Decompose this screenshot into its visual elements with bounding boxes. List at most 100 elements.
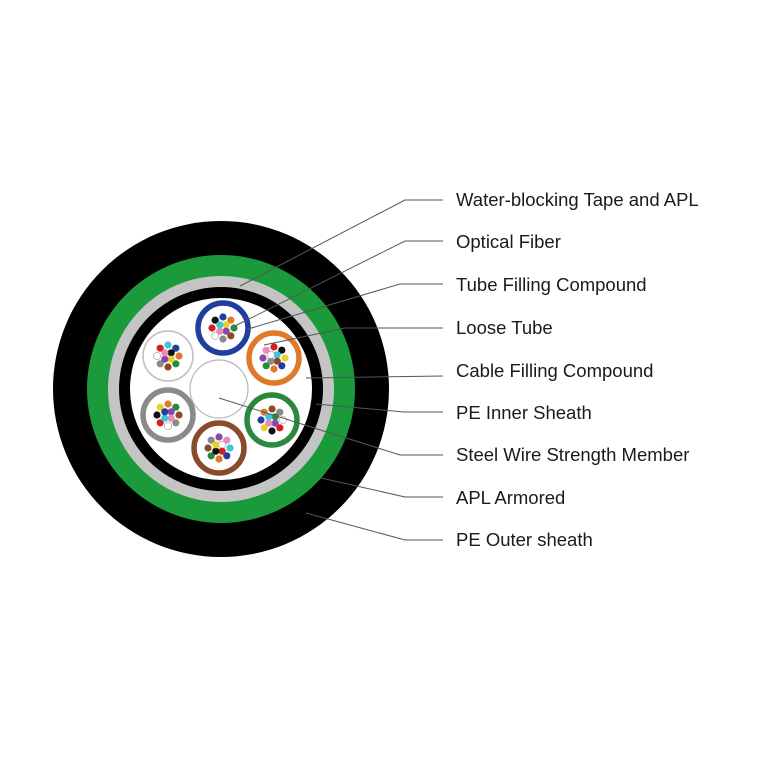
loose-tube-wall bbox=[191, 420, 247, 476]
optical-fiber bbox=[207, 436, 215, 444]
optical-fiber bbox=[276, 408, 284, 416]
optical-fiber bbox=[167, 414, 175, 422]
optical-fiber bbox=[167, 355, 175, 363]
optical-fiber bbox=[222, 321, 230, 329]
label-steel-wire-strength-member: Steel Wire Strength Member bbox=[456, 444, 689, 465]
optical-fiber bbox=[273, 357, 281, 365]
optical-fiber bbox=[167, 349, 175, 357]
label-tube-filling-compound: Tube Filling Compound bbox=[456, 274, 647, 295]
optical-fiber bbox=[218, 440, 227, 449]
leader-line-pe-outer-sheath bbox=[305, 512, 443, 541]
label-optical-fiber: Optical Fiber bbox=[456, 231, 561, 252]
loose-tube bbox=[140, 387, 196, 443]
optical-fiber bbox=[175, 352, 183, 360]
loose-tube bbox=[195, 300, 251, 356]
loose-tube bbox=[244, 392, 300, 448]
optical-fiber bbox=[172, 403, 180, 411]
optical-fiber bbox=[281, 354, 289, 362]
optical-fiber bbox=[227, 316, 235, 324]
cable-cross-section bbox=[53, 221, 389, 557]
leader-lines bbox=[218, 199, 444, 541]
optical-fiber bbox=[260, 424, 268, 432]
optical-fiber bbox=[223, 452, 231, 460]
optical-fiber bbox=[204, 444, 212, 452]
optical-fiber bbox=[211, 331, 220, 340]
optical-fiber bbox=[218, 447, 226, 455]
optical-fiber bbox=[230, 324, 238, 332]
optical-fiber bbox=[211, 316, 219, 324]
label-apl-armored: APL Armored bbox=[456, 487, 565, 508]
optical-fiber bbox=[271, 419, 279, 427]
optical-fiber bbox=[156, 360, 164, 368]
loose-tube-wall bbox=[140, 387, 196, 443]
optical-fiber bbox=[172, 419, 180, 427]
optical-fiber bbox=[268, 427, 276, 435]
optical-fiber bbox=[167, 408, 175, 416]
optical-fiber bbox=[164, 341, 172, 349]
labels: Water-blocking Tape and APL Optical Fibe… bbox=[456, 189, 699, 550]
label-pe-outer-sheath: PE Outer sheath bbox=[456, 529, 593, 550]
optical-fiber bbox=[161, 349, 169, 357]
optical-fiber bbox=[172, 344, 180, 352]
loose-tubes bbox=[140, 300, 302, 476]
optical-fiber bbox=[153, 352, 161, 360]
optical-fiber bbox=[266, 350, 275, 359]
optical-fiber bbox=[219, 313, 227, 321]
label-pe-inner-sheath: PE Inner Sheath bbox=[456, 402, 592, 423]
label-cable-filling-compound: Cable Filling Compound bbox=[456, 360, 653, 381]
optical-fiber bbox=[226, 444, 234, 452]
optical-fiber bbox=[267, 357, 275, 365]
optical-fiber bbox=[262, 346, 270, 354]
steel-wire-strength-member bbox=[189, 359, 249, 419]
optical-fiber bbox=[227, 332, 235, 340]
leader-line-pe-inner-sheath bbox=[315, 403, 443, 413]
leader-line-loose-tube bbox=[263, 327, 443, 346]
optical-fiber bbox=[156, 403, 164, 411]
loose-tube bbox=[142, 330, 194, 382]
optical-fiber bbox=[161, 408, 169, 416]
optical-fiber bbox=[212, 441, 220, 449]
leader-line-cable-filling-compound bbox=[305, 375, 444, 379]
optical-fiber bbox=[259, 354, 267, 362]
optical-fiber bbox=[278, 346, 286, 354]
loose-tube bbox=[191, 420, 247, 476]
optical-fiber bbox=[278, 362, 286, 370]
loose-tube-wall bbox=[142, 330, 194, 382]
optical-fiber bbox=[265, 413, 273, 421]
loose-tube bbox=[246, 330, 302, 386]
optical-fiber bbox=[175, 411, 183, 419]
optical-fiber bbox=[156, 344, 164, 352]
optical-fiber bbox=[216, 321, 224, 329]
optical-fiber bbox=[164, 400, 172, 408]
loose-tube-wall bbox=[244, 392, 300, 448]
optical-fiber bbox=[270, 365, 278, 373]
optical-fiber bbox=[208, 324, 216, 332]
optical-fiber bbox=[223, 436, 231, 444]
optical-fiber bbox=[257, 416, 265, 424]
leader-line-steel-wire bbox=[218, 397, 443, 456]
optical-fiber bbox=[276, 424, 284, 432]
leader-line-apl-armored bbox=[320, 477, 443, 498]
optical-fiber bbox=[215, 455, 223, 463]
optical-fiber bbox=[273, 351, 281, 359]
optical-fiber bbox=[265, 419, 273, 427]
optical-fiber bbox=[164, 363, 172, 371]
optical-fiber bbox=[268, 405, 276, 413]
leader-line-water-blocking-tape bbox=[239, 199, 443, 287]
optical-fiber bbox=[216, 327, 224, 335]
label-loose-tube: Loose Tube bbox=[456, 317, 553, 338]
optical-fiber bbox=[153, 411, 161, 419]
optical-fiber bbox=[164, 422, 172, 430]
optical-fiber bbox=[156, 419, 164, 427]
optical-fiber bbox=[207, 452, 215, 460]
optical-fiber bbox=[212, 447, 220, 455]
leader-line-optical-fiber bbox=[234, 240, 443, 327]
loose-tube-wall bbox=[246, 330, 302, 386]
optical-fiber bbox=[161, 414, 169, 422]
optical-fiber bbox=[215, 433, 223, 441]
optical-fiber bbox=[172, 360, 180, 368]
optical-fiber bbox=[219, 335, 227, 343]
optical-fiber bbox=[161, 355, 169, 363]
optical-fiber bbox=[222, 327, 230, 335]
